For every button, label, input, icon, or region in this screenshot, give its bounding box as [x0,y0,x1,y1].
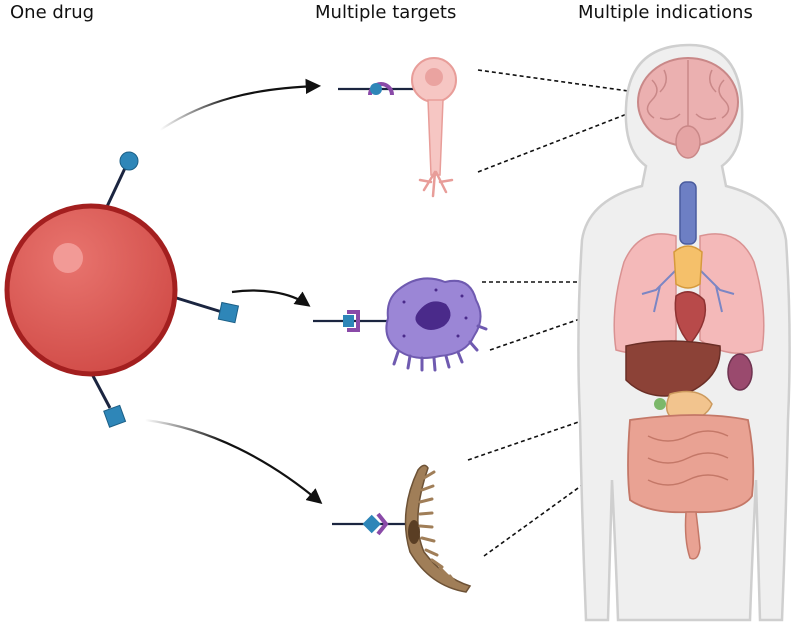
kidney-icon [727,353,753,391]
immune-cell-target [313,277,488,372]
intestine-icon [627,414,755,560]
round-ligand-icon [119,151,139,171]
heart-icon [674,291,707,346]
arrow-to-neuron [159,78,322,131]
ligand-stalk-bottom [90,373,112,409]
receptor-icon [347,310,360,332]
heading-multiple-indications: Multiple indications [578,2,753,23]
human-body-icon [577,43,791,622]
ligand-stalk-right [169,294,223,314]
square-ligand-right-icon [217,301,240,324]
muscle-fiber-icon [404,464,472,593]
trachea-icon [679,181,697,245]
gallbladder-icon [654,398,666,410]
square-ligand-bound-icon [343,315,354,327]
sphere-highlight [53,243,83,273]
drug-group [4,151,240,428]
receptor-icon [376,512,389,536]
round-ligand-bound-icon [370,83,382,95]
heading-multiple-targets: Multiple targets [315,2,457,23]
neuron-target [338,57,457,198]
square-ligand-bottom-icon [103,404,127,428]
diamond-ligand-bound-icon [362,514,381,534]
neuron-icon [411,57,457,198]
muscle-fiber-target [332,464,472,593]
arrow-to-immune-cell [231,289,311,307]
heading-one-drug: One drug [10,2,95,23]
immune-cell-icon [385,277,488,372]
lungs-icon [613,233,765,355]
arrow-to-muscle [144,418,323,504]
brain-icon [637,57,739,159]
thyroid-icon [673,245,703,289]
drug-sphere-icon [4,203,178,377]
liver-icon [625,340,721,397]
